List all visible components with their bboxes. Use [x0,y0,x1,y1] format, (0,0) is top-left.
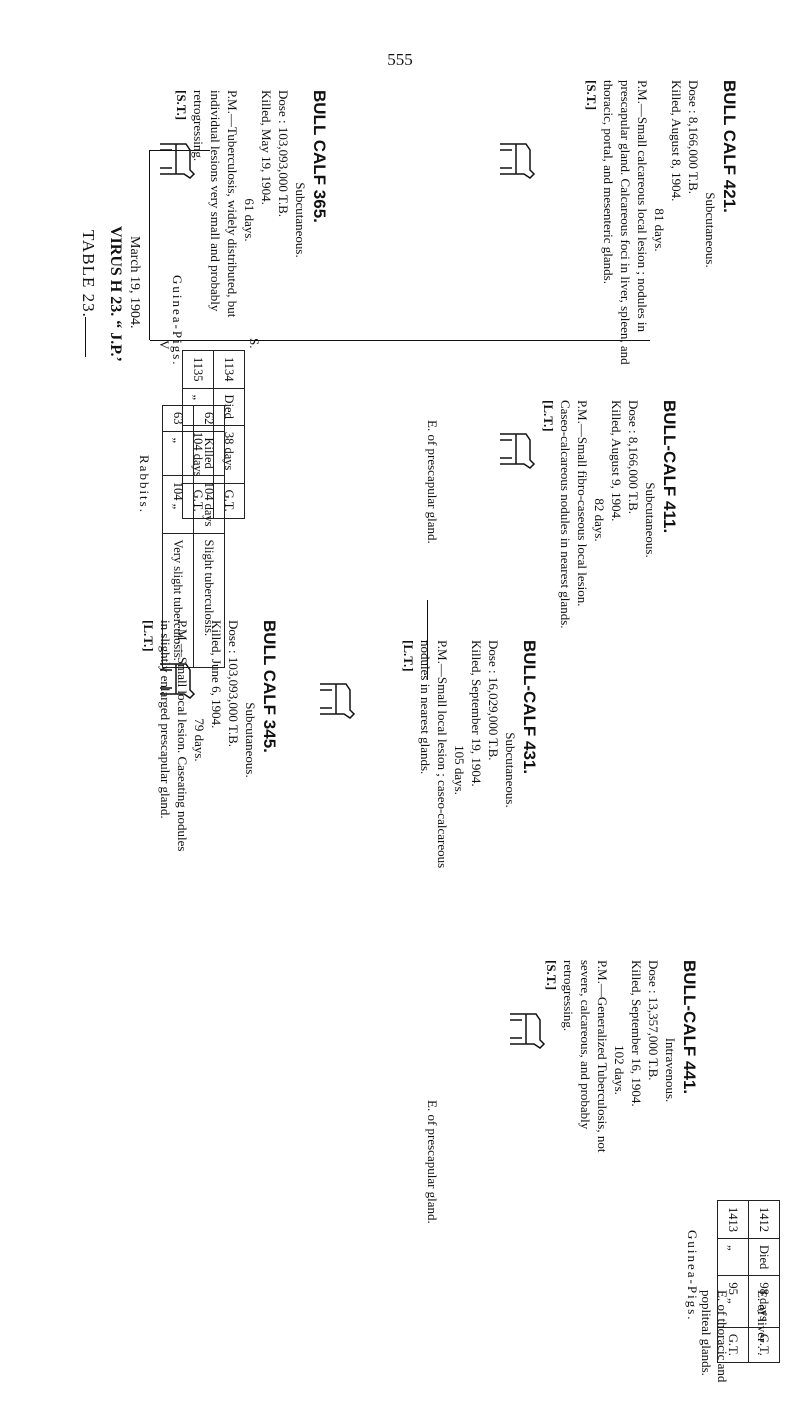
calf-421-block: BULL CALF 421. Subcutaneous. Dose : 8,16… [583,80,740,380]
calf-441-block: BULL-CALF 441. Intravenous. Dose : 13,35… [543,960,700,1180]
calf-441-killed: Killed, September 16, 1904. [629,960,644,1107]
rabbits-header: Rabbits. [137,455,152,514]
calf-441-days: 102 days. [612,1045,627,1095]
calf-345-dose: Dose : 103,093,000 T.B. [226,620,241,747]
calf-441-name: BULL-CALF 441. [680,960,699,1095]
calf-421-route: Subcutaneous. [703,192,718,268]
gp-id: 1413 [717,1200,749,1239]
calf-431-dose: Dose : 16,029,000 T.B. [486,640,501,761]
calf-421-name: BULL CALF 421. [720,80,739,213]
calf-345-days: 79 days. [192,718,207,762]
e-prescapular-note-2: E. of prescapular gland. [425,1100,440,1224]
calf-345-name: BULL CALF 345. [260,620,279,753]
calf-365-killed: Killed, May 19, 1904. [259,90,274,205]
rabbit-id: 62 [193,405,225,431]
branch-top [149,150,150,340]
calf-441-dose: Dose : 13,357,000 T.B. [646,960,661,1081]
calf-411-tag: [L.T.] [541,400,556,432]
calf-365-dose: Dose : 103,093,000 T.B. [276,90,291,217]
calf-421-tag: [S.T.] [584,80,599,111]
calf-441-tag: [S.T.] [544,960,559,991]
calf-431-days: 105 days. [452,745,467,795]
e-thoracic-note: E. of thoracic and popliteal glands. [699,1290,730,1383]
calf-411-route: Subcutaneous. [643,482,658,558]
page-number: 555 [387,50,413,69]
virus-name: VIRUS H 23. “ J.P.’ [107,226,124,362]
calf-411-days: 82 days. [592,498,607,542]
calf-345-block: BULL CALF 345. Subcutaneous. Dose : 103,… [140,620,280,860]
calf-icon [154,660,200,700]
rabbit-days: 104 days [193,475,225,534]
calf-icon [504,1010,550,1050]
calf-365-name: BULL CALF 365. [310,90,329,223]
calf-365-route: Subcutaneous. [293,182,308,258]
calf-411-block: BULL-CALF 411. Subcutaneous. Dose : 8,16… [540,400,680,640]
calf-icon [494,140,540,180]
calf-411-pm: P.M.—Small fibro-caseous local lesion. C… [558,400,590,629]
calf-365-pm: P.M.—Tuberculosis, widely distributed, b… [191,90,240,318]
gp-id: 1412 [748,1200,780,1239]
calf-345-killed: Killed, June 6, 1904. [209,620,224,729]
rabbit-fate: Killed [193,431,225,476]
calf-431-block: BULL-CALF 431. Subcutaneous. Dose : 16,0… [400,640,540,900]
calf-431-name: BULL-CALF 431. [520,640,539,775]
calf-421-pm: P.M.—Small calcareous local lesion ; nod… [601,80,650,365]
table-title: TABLE 23. [79,230,98,318]
calf-441-pm: P.M.—Generalized Tuberculosis, not sever… [561,960,610,1153]
rabbit-fate: „ [162,431,194,476]
gp-id: 1135 [182,350,214,389]
title-rule [85,317,86,357]
rabbit-days: 104 „ [162,475,194,534]
calf-421-dose: Dose : 8,166,000 T.B. [686,80,701,194]
calf-icon [154,140,200,180]
e-prescapular-note-1: E. of prescapular gland. [425,420,440,544]
virus-date: March 19, 1904. [127,236,142,329]
calf-365-block: BULL CALF 365. Subcutaneous. Dose : 103,… [173,90,330,350]
calf-411-name: BULL-CALF 411. [660,400,679,534]
rabbit-id: 63 [162,405,194,431]
calf-431-route: Subcutaneous. [503,732,518,808]
calf-421-killed: Killed, August 8, 1904. [669,80,684,202]
calf-365-days: 61 days. [242,198,257,242]
gp-fate: „ [717,1238,749,1276]
calf-431-killed: Killed, September 19, 1904. [469,640,484,787]
e-liver-note: E. of liver . . [755,1290,770,1356]
calf-345-tag: [L.T.] [141,620,156,652]
calf-345-route: Subcutaneous. [243,702,258,778]
calf-421-days: 81 days. [652,208,667,252]
calf-345-pm: P.M.—Small local lesion. Caseating nodul… [158,620,190,852]
calf-icon [494,430,540,470]
v-marker: V [157,340,172,350]
calf-441-route: Intravenous. [663,1037,678,1103]
calf-icon [314,680,360,720]
gp-fate: Died [748,1238,780,1276]
calf-411-dose: Dose : 8,166,000 T.B. [626,400,641,514]
gp-id: 1134 [213,350,245,389]
calf-411-killed: Killed, August 9, 1904. [609,400,624,522]
calf-431-pm: P.M.—Small local lesion ; caseo-calcareo… [418,640,450,869]
calf-431-tag: [L.T.] [401,640,416,672]
calf-365-tag: [S.T.] [174,90,189,121]
